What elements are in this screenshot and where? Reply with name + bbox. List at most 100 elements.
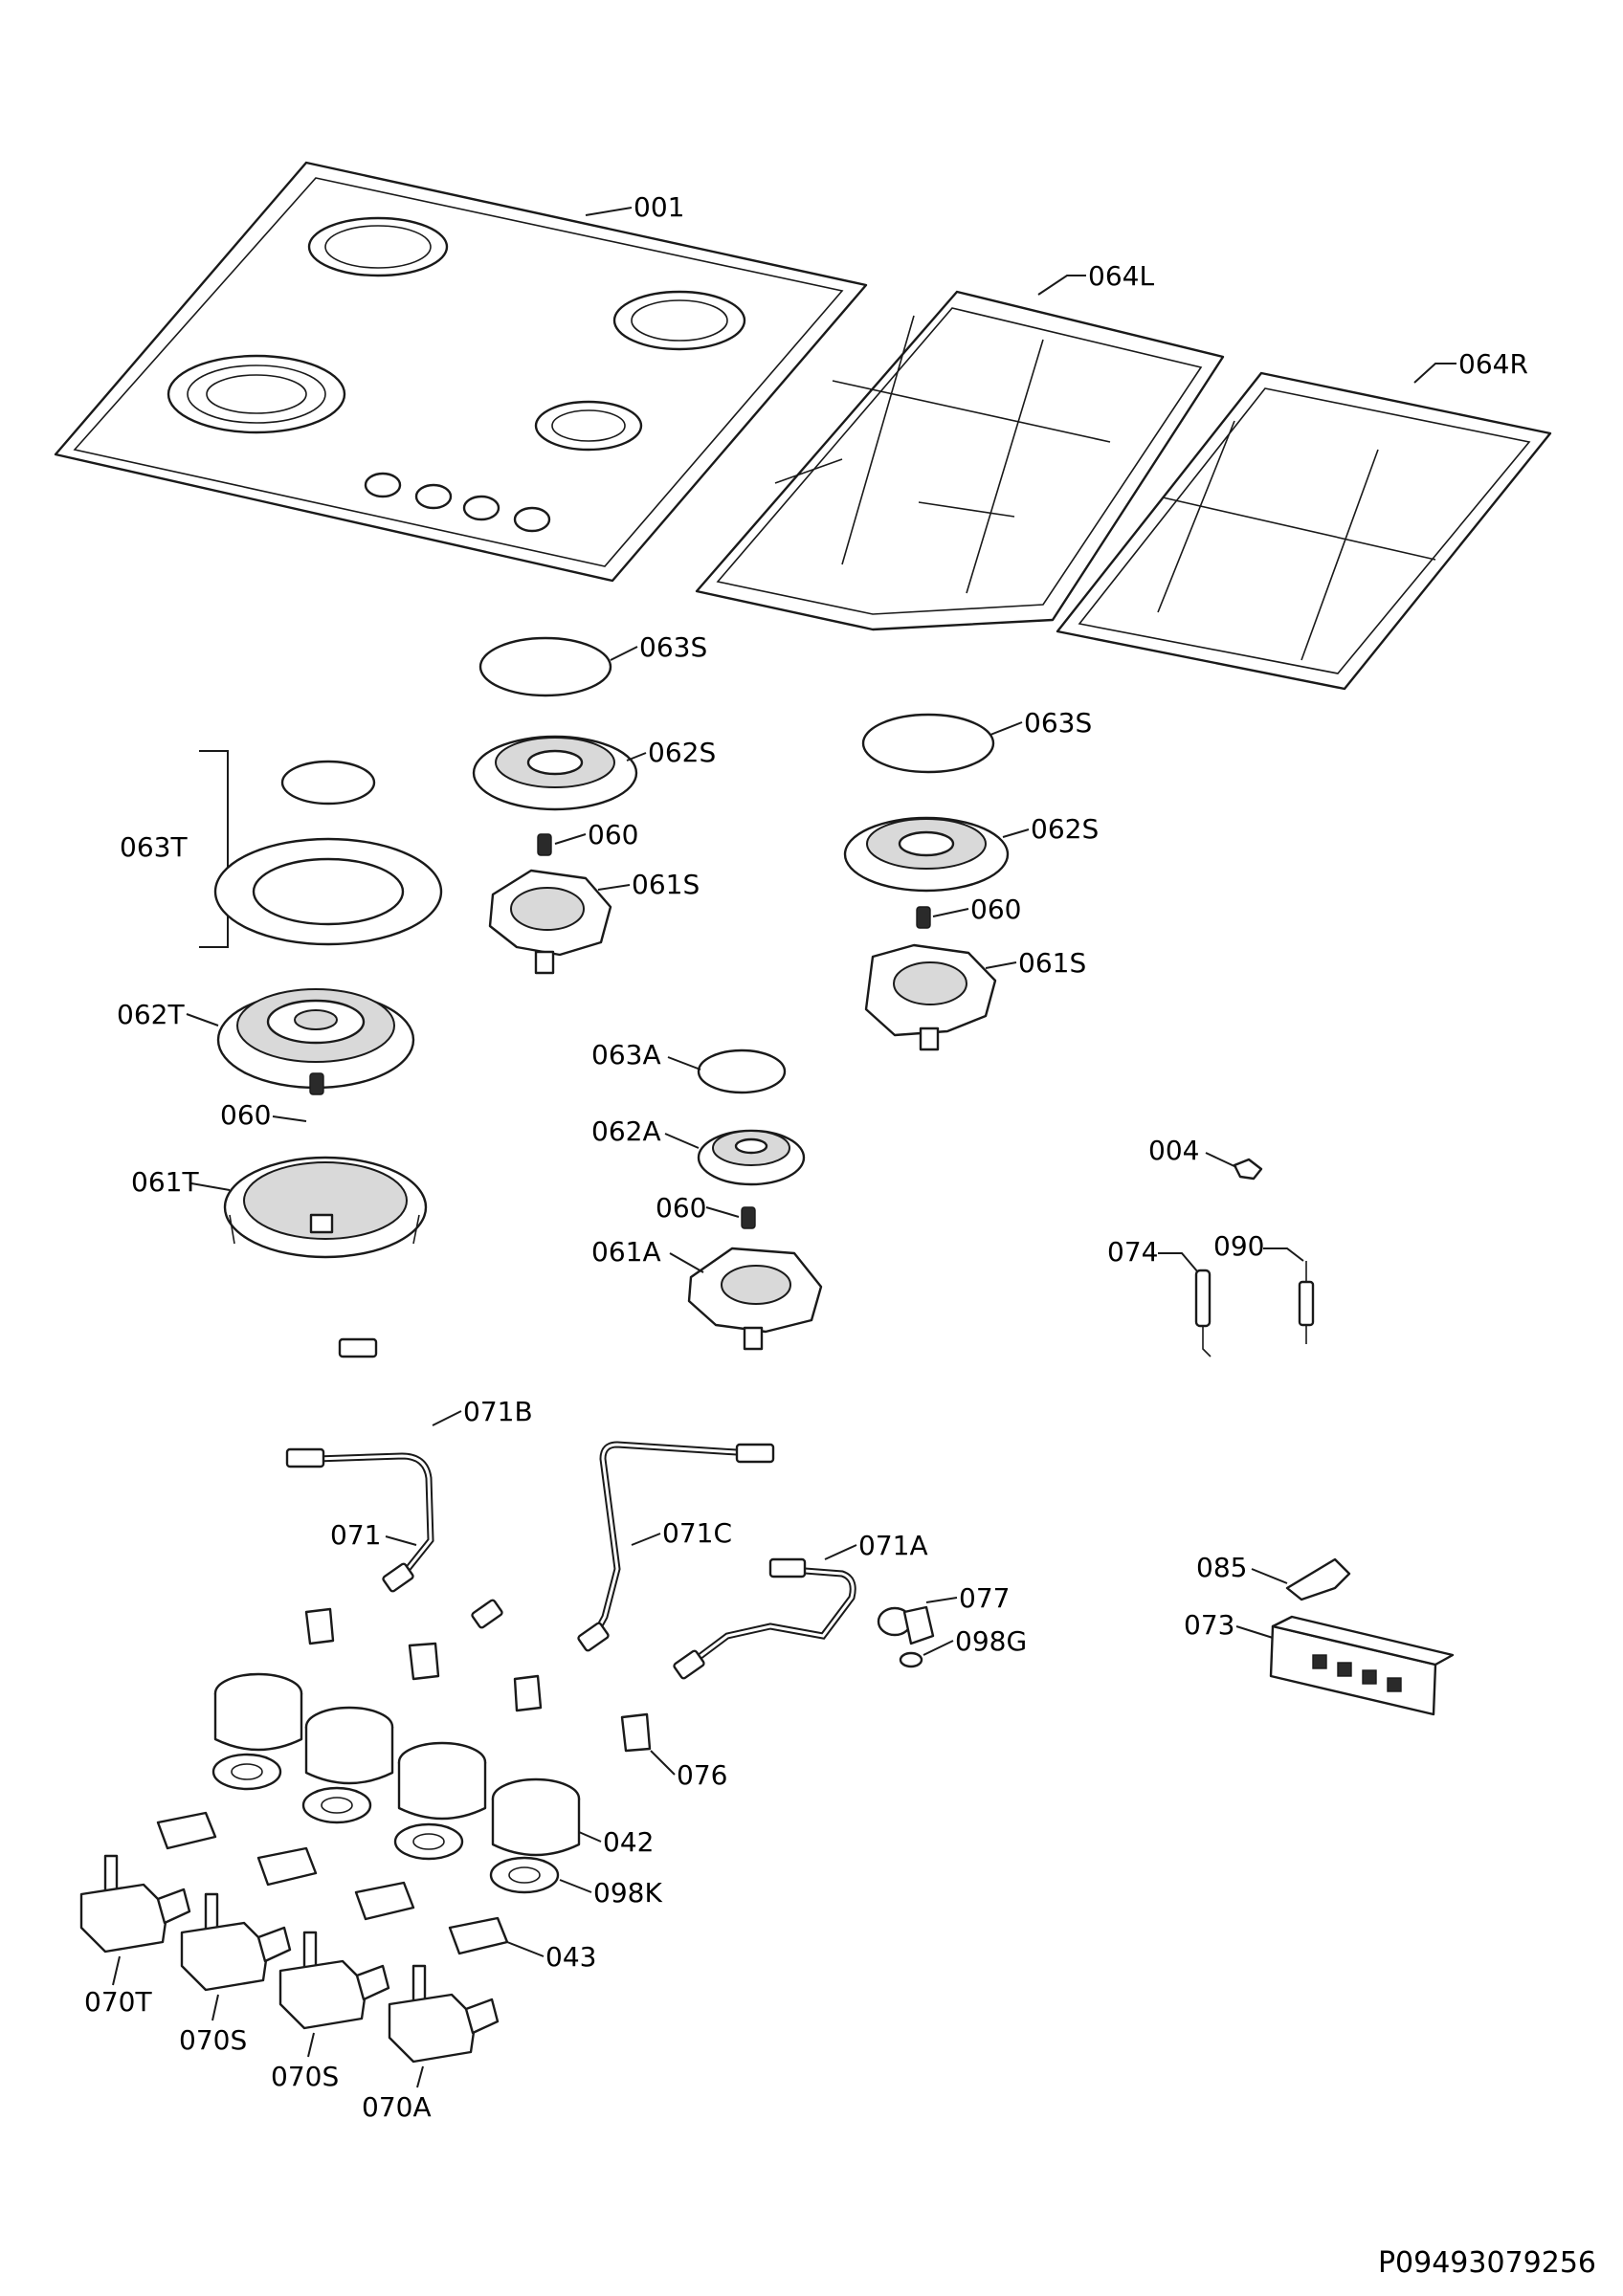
label-098K: 098K (593, 1877, 662, 1909)
leader-042 (578, 1831, 602, 1843)
leader-060-b (932, 908, 969, 917)
leader-071A (824, 1544, 857, 1560)
label-076: 076 (677, 1759, 727, 1791)
part-062S-crown-middle (472, 735, 638, 811)
leader-077 (925, 1597, 958, 1603)
label-001: 001 (634, 191, 684, 223)
part-071-pipe (285, 1447, 434, 1593)
leader-070T (112, 1955, 121, 1986)
part-061A-body (687, 1247, 823, 1351)
label-060-a: 060 (588, 819, 638, 850)
leader-063A (667, 1056, 701, 1071)
label-063A: 063A (591, 1039, 661, 1071)
label-071A: 071A (858, 1530, 928, 1561)
part-074-thermocouple (1194, 1269, 1212, 1358)
part-063A-cap (697, 1049, 787, 1094)
leader-071 (385, 1535, 417, 1546)
leader-061S-b (985, 961, 1017, 969)
part-062S-crown-right (843, 816, 1010, 893)
part-061S-body-right (864, 943, 997, 1051)
label-071: 071 (330, 1519, 381, 1551)
part-063S-cap-right (861, 713, 995, 774)
label-070T: 070T (84, 1986, 152, 2018)
label-061S-b: 061S (1018, 947, 1086, 979)
label-090: 090 (1213, 1230, 1264, 1262)
label-074: 074 (1107, 1236, 1158, 1268)
leader-061S-a (597, 884, 631, 891)
part-043-microswitches (156, 1811, 509, 1955)
part-060-injector-a (537, 833, 552, 856)
leader-098G (923, 1640, 954, 1656)
part-004-clip (1233, 1158, 1263, 1181)
leader-090 (1263, 1247, 1304, 1262)
leader-074 (1158, 1252, 1199, 1273)
label-062A: 062A (591, 1115, 661, 1147)
part-063S-cap-middle (478, 636, 612, 697)
part-061T-triple-body (223, 1156, 428, 1259)
label-062S-a: 062S (648, 737, 716, 768)
label-064L: 064L (1088, 260, 1154, 292)
label-077: 077 (959, 1582, 1010, 1614)
leader-063S-b (989, 721, 1023, 736)
part-070S-valve-b (278, 1931, 390, 2030)
part-077-elbow (877, 1605, 935, 1645)
part-090-electrode (1298, 1261, 1315, 1344)
leader-071B (432, 1410, 462, 1426)
leader-062S-a (626, 752, 647, 762)
label-063S-a: 063S (639, 631, 707, 663)
leader-001 (585, 207, 633, 216)
label-061A: 061A (591, 1236, 661, 1268)
part-042-knobs (213, 1672, 581, 1857)
leader-064L (1037, 275, 1086, 296)
part-064L-pan-support-left (695, 290, 1225, 631)
leader-073 (1235, 1625, 1274, 1639)
leader-062S-b (1002, 828, 1030, 838)
label-085: 085 (1196, 1552, 1247, 1583)
part-063T-ring-cap (213, 837, 443, 946)
part-001-hob-plate (54, 161, 868, 583)
part-060-injector-d (741, 1206, 756, 1229)
document-id: P09493079256 (1378, 2246, 1596, 2280)
leader-064R (1413, 363, 1456, 384)
part-061S-body-middle (488, 869, 612, 975)
leader-070S-b (307, 2032, 315, 2058)
leader-060-a (554, 833, 587, 845)
part-070T-valve (79, 1854, 191, 1954)
label-064R: 064R (1458, 348, 1528, 380)
part-073-spark-generator (1269, 1615, 1455, 1716)
label-071C: 071C (662, 1517, 732, 1549)
part-060-injector-c (309, 1072, 324, 1095)
part-098G-washer (899, 1651, 923, 1668)
leader-004 (1205, 1152, 1237, 1168)
label-060-c: 060 (220, 1099, 271, 1131)
leader-062A (664, 1133, 700, 1149)
label-062T: 062T (117, 999, 185, 1030)
label-060-d: 060 (656, 1192, 706, 1224)
part-070S-valve-a (180, 1892, 292, 1992)
part-085-connector (1285, 1557, 1351, 1601)
part-071A-pipe (673, 1557, 856, 1680)
label-071B: 071B (463, 1396, 533, 1427)
label-073: 073 (1184, 1609, 1234, 1641)
leader-070S-a (211, 1994, 219, 2021)
leader-060-c (272, 1115, 307, 1122)
label-070A: 070A (362, 2091, 432, 2123)
leader-071C (631, 1533, 661, 1546)
leader-070A (416, 2065, 424, 2088)
bracket-063T (199, 750, 229, 948)
label-098G: 098G (955, 1625, 1027, 1657)
label-062S-b: 062S (1031, 813, 1099, 845)
label-063T: 063T (120, 831, 188, 863)
label-043: 043 (545, 1941, 596, 1973)
leader-061A (669, 1252, 704, 1273)
leader-076 (650, 1750, 676, 1776)
label-070S-a: 070S (179, 2024, 247, 2056)
leader-063S-a (610, 646, 638, 661)
part-060-injector-b (916, 906, 931, 929)
label-004: 004 (1148, 1135, 1199, 1166)
leader-062T (186, 1013, 219, 1027)
label-061S-a: 061S (632, 869, 700, 900)
label-060-b: 060 (970, 894, 1021, 925)
